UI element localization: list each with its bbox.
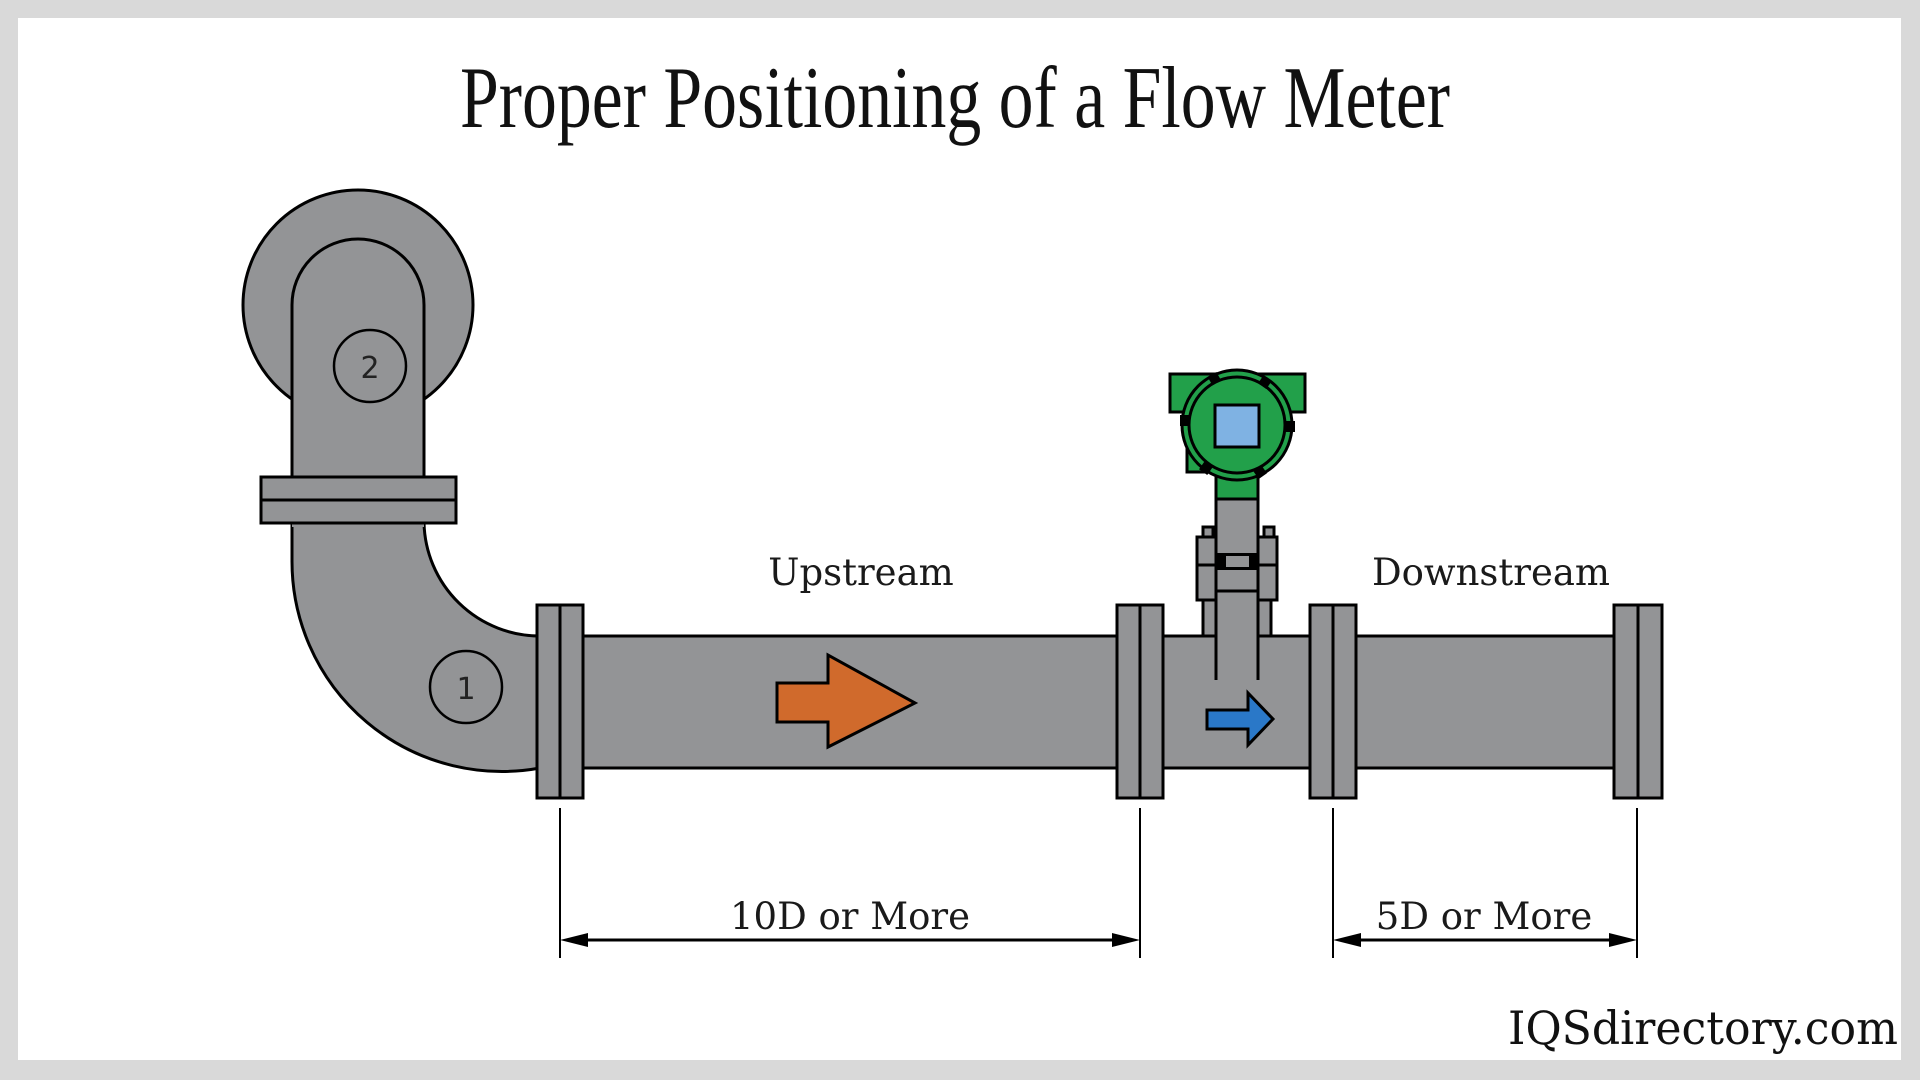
dim-arrow-right-icon <box>1112 933 1140 947</box>
marker-1-label: 1 <box>456 672 475 707</box>
flange-outlet <box>1612 603 1664 800</box>
brand-watermark: IQSdirectory.com <box>1508 1001 1898 1055</box>
upstream-dimension: 10D or More <box>559 808 1141 958</box>
marker-2-label: 2 <box>360 351 379 386</box>
flange-meter-downstream <box>1308 603 1358 800</box>
vertical-pipe-body <box>292 395 424 479</box>
upstream-flow-arrow-icon <box>775 652 919 750</box>
main-pipe <box>558 634 1632 770</box>
vertical-pipe-top <box>290 237 426 412</box>
diagram-title: Proper Positioning of a Flow Meter <box>460 50 1450 147</box>
dim-arrow-right-icon <box>1609 933 1637 947</box>
meter-display <box>1213 403 1261 449</box>
lower-elbow-bend <box>290 521 542 773</box>
marker-2: 2 <box>332 328 408 404</box>
dim-arrow-left-icon <box>560 933 588 947</box>
downstream-label: Downstream <box>1372 551 1610 594</box>
flange-inlet <box>535 603 585 800</box>
meter-flow-arrow-icon <box>1205 689 1276 749</box>
upstream-label: Upstream <box>768 551 953 594</box>
upstream-dimension-label: 10D or More <box>730 895 970 938</box>
meter-stem <box>1195 497 1279 682</box>
marker-1: 1 <box>428 649 504 725</box>
meter-bolts <box>1180 372 1295 479</box>
downstream-dimension: 5D or More <box>1332 808 1638 958</box>
upper-elbow <box>241 188 475 479</box>
dim-arrow-left-icon <box>1333 933 1361 947</box>
vertical-pipe-flange <box>259 475 458 525</box>
flow-meter-transmitter <box>1168 368 1307 501</box>
flange-meter-upstream <box>1115 603 1165 800</box>
downstream-dimension-label: 5D or More <box>1376 895 1592 938</box>
